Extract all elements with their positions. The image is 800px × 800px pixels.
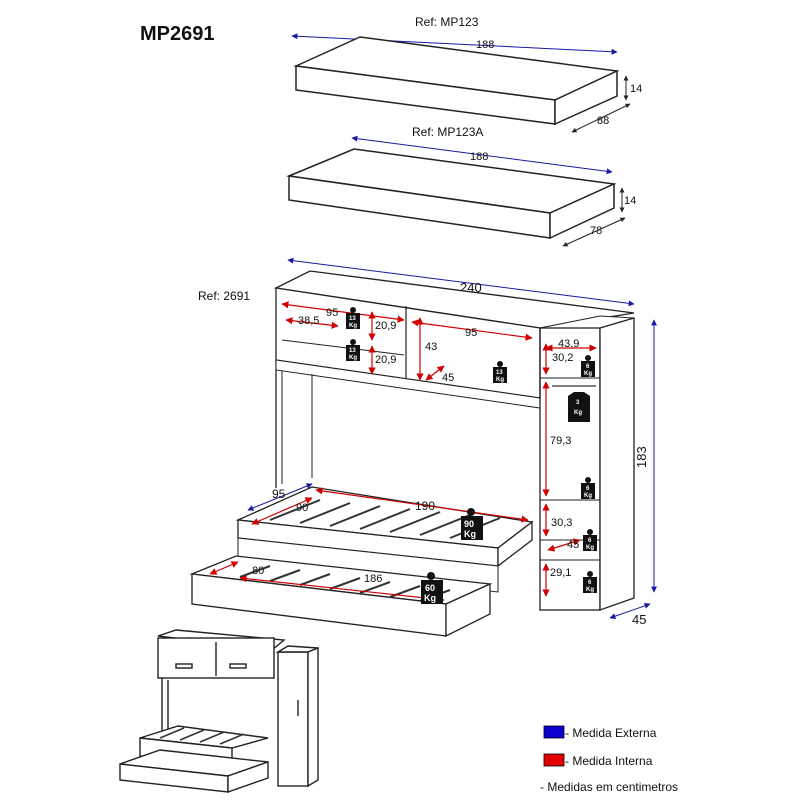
svg-text:Kg: Kg	[574, 410, 582, 416]
cabinet-shelf	[281, 339, 405, 356]
weight-badge-hanger: 3 Kg	[568, 392, 590, 422]
product-title: MP2691	[140, 23, 215, 45]
svg-text:6: 6	[586, 364, 590, 370]
mid-panel-depth-line	[562, 217, 626, 247]
overall-height: 183	[634, 446, 649, 468]
weight-badge-col-1: 6 Kg	[581, 355, 595, 377]
top-panel-side-face	[554, 69, 618, 126]
trundle-length: 186	[364, 573, 382, 585]
col-top-width: 43,9	[558, 338, 579, 350]
weight-badge-col-2: 6 Kg	[581, 477, 595, 499]
shelf-gap-b: 20,9	[375, 354, 396, 366]
weight-badge-col-3: 6 Kg	[583, 529, 597, 551]
svg-text:60: 60	[425, 583, 435, 593]
bed-side	[497, 520, 533, 568]
legend-internal-label: - Medida Interna	[565, 754, 653, 768]
weight-badge-shelf-1: 13 Kg	[346, 307, 360, 329]
overall-width-line	[287, 257, 635, 307]
svg-text:Kg: Kg	[349, 355, 357, 361]
col-top-height: 30,2	[552, 352, 573, 364]
svg-text:Kg: Kg	[496, 377, 504, 383]
mid-panel-width: 188	[470, 151, 488, 163]
center-niche-width: 95	[465, 327, 477, 339]
svg-text:Kg: Kg	[349, 323, 357, 329]
center-niche-height: 43	[425, 341, 437, 353]
svg-text:3: 3	[576, 400, 580, 406]
weight-badge-col-4: 6 Kg	[583, 571, 597, 593]
bed-depth: 95	[272, 487, 286, 501]
mid-panel-ref: Ref: MP123A	[412, 125, 483, 139]
svg-text:Kg: Kg	[584, 371, 592, 377]
overall-depth-line	[609, 602, 651, 620]
svg-text:Kg: Kg	[586, 587, 594, 593]
shelf-gap-a: 20,9	[375, 320, 396, 332]
legend-units-label: - Medidas em centimetros	[540, 780, 678, 794]
main-ref: Ref: 2691	[198, 289, 250, 303]
bed-length: 190	[415, 499, 435, 513]
top-panel: Ref: MP123 188 14 88	[291, 15, 642, 133]
weight-badge-shelf-2: 13 Kg	[346, 339, 360, 361]
svg-text:Kg: Kg	[586, 545, 594, 551]
trundle-width: 80	[252, 565, 264, 577]
mid-panel-height: 14	[624, 195, 636, 207]
legend-external-swatch	[543, 725, 565, 739]
shelf-depth: 38,5	[298, 315, 319, 327]
mid-panel-depth: 78	[590, 225, 602, 237]
top-panel-ref: Ref: MP123	[415, 15, 479, 29]
svg-text:6: 6	[586, 486, 590, 492]
top-panel-depth-line	[571, 103, 631, 133]
bed-depth-line	[247, 483, 313, 511]
top-panel-depth: 88	[597, 115, 609, 127]
col-low-depth: 45	[567, 539, 579, 551]
svg-text:Kg: Kg	[584, 493, 592, 499]
top-panel-height: 14	[630, 83, 642, 95]
svg-text:Kg: Kg	[464, 529, 476, 539]
weight-badge-trundle: 60 Kg	[421, 572, 443, 604]
legend: - Medida Externa - Medida Interna - Medi…	[540, 725, 678, 794]
svg-text:6: 6	[588, 538, 592, 544]
column-side	[599, 317, 635, 611]
internal-dimension-lines	[209, 301, 597, 603]
center-niche-depth: 45	[442, 372, 454, 384]
trundle-side	[445, 582, 491, 638]
col-low-height: 30,3	[551, 517, 572, 529]
legend-internal-swatch	[543, 753, 565, 767]
left-niche-width: 95	[326, 307, 338, 319]
overall-depth: 45	[632, 612, 646, 627]
main-unit: Ref: 2691 240 183 45	[189, 257, 657, 638]
svg-text:Kg: Kg	[424, 593, 436, 603]
col-bottom-height: 29,1	[550, 567, 571, 579]
svg-text:13: 13	[349, 316, 356, 322]
top-panel-width: 188	[476, 39, 494, 51]
legend-external-label: - Medida Externa	[565, 726, 657, 740]
weight-badge-center: 13 Kg	[493, 361, 507, 383]
mid-panel: Ref: MP123A 188 14 78	[286, 125, 636, 247]
mid-panel-width-line	[351, 135, 613, 175]
svg-text:90: 90	[464, 519, 474, 529]
bed-width: 90	[296, 502, 308, 514]
svg-text:13: 13	[496, 370, 503, 376]
assembled-thumbnail	[119, 629, 319, 793]
col-hang-height: 79,3	[550, 435, 571, 447]
top-panel-width-line	[291, 33, 618, 55]
svg-text:6: 6	[588, 580, 592, 586]
svg-text:13: 13	[349, 348, 356, 354]
weight-badge-bed: 90 Kg	[461, 508, 483, 540]
